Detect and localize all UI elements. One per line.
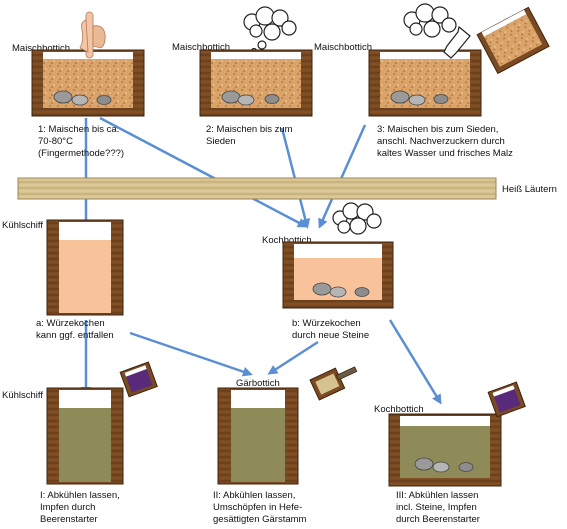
gaer-label: Gärbottich: [236, 378, 280, 389]
kuehl2-label: Kühlschiff: [2, 390, 43, 401]
mash-tun-3: Maischbottich 3: Maischen bis zum Sieden…: [314, 3, 550, 159]
stone: [408, 94, 426, 106]
arrow-s1-to-koch: [99, 116, 308, 228]
tun-headspace: [380, 52, 470, 59]
vessel-content-wort: [59, 240, 111, 313]
pour-arrow-icon: [443, 25, 471, 59]
caption-s1: 1: Maischen bis ca. 70-80°C (Fingermetho…: [38, 124, 124, 159]
stone: [96, 95, 112, 105]
arrow-b-to-gaer: [267, 340, 319, 375]
mash-tun-2: Maischbottich 2: Maischen bis zum Sieden: [172, 6, 313, 147]
stone: [458, 462, 474, 472]
vessel-headspace: [59, 222, 111, 240]
caption-s2: 2: Maischen bis zum Sieden: [206, 124, 295, 147]
vessel-headspace: [59, 390, 111, 408]
maisch3-label: Maischbottich: [314, 42, 372, 53]
heiss-laeutern-bar: [17, 177, 497, 200]
vessel-headspace: [400, 416, 490, 426]
stone: [312, 282, 332, 296]
berry-box-icon: [119, 361, 158, 398]
stone: [264, 94, 280, 104]
stone: [237, 94, 255, 106]
vessel-content-beer: [59, 408, 111, 482]
stone: [53, 90, 73, 104]
kuehlschiff-a: Kühlschiff a: Würzekochen kann ggf. entf…: [2, 219, 124, 341]
caption-i: I: Abkühlen lassen, Impfen durch Beerens…: [40, 490, 122, 525]
caption-a: a: Würzekochen kann ggf. entfallen: [36, 318, 114, 341]
flow-arrows: [81, 116, 442, 405]
stone: [433, 94, 449, 104]
maisch1-label: Maischbottich: [12, 43, 70, 54]
gaerbottich-ii: Gärbottich II: Abkühlen lassen, Umschöpf…: [213, 366, 358, 525]
caption-ii: II: Abkühlen lassen, Umschöpfen in Hefe-…: [213, 490, 307, 525]
stone: [414, 457, 434, 471]
arrow-a-to-gaer: [129, 331, 253, 377]
arrow-b-to-iii: [388, 319, 442, 405]
stone: [329, 286, 347, 298]
malt-box-icon: [476, 6, 550, 75]
stone: [71, 94, 89, 106]
vessel-content-beer: [231, 408, 285, 482]
arrow-s3-to-koch: [318, 124, 367, 229]
finger-icon: [79, 11, 106, 59]
steam-cloud-icon: [243, 6, 297, 55]
steam-cloud-icon: [332, 202, 382, 235]
kuehlschiff-i: Kühlschiff I: Abkühlen lassen, Impfen du…: [2, 361, 158, 525]
stone: [432, 461, 450, 473]
arrow-s2-to-koch: [280, 127, 311, 229]
koch1-label: Kochbottich: [262, 235, 312, 246]
heiss-laeutern-label: Heiß Läutern: [502, 184, 557, 195]
stone: [390, 90, 410, 104]
caption-iii: III: Abkühlen lassen incl. Steine, Impfe…: [396, 490, 481, 525]
vessel-headspace: [231, 390, 285, 408]
berry-box-icon: [487, 381, 526, 418]
kochbottich-b: Kochbottich b: Würzekochen durch neue St…: [262, 202, 394, 341]
scoop-icon: [309, 366, 358, 401]
stone: [221, 90, 241, 104]
koch2-label: Kochbottich: [374, 404, 424, 415]
stone: [354, 287, 370, 297]
steam-cloud-icon: [403, 3, 457, 38]
vessel-headspace: [294, 244, 382, 258]
tun-headspace: [211, 52, 301, 59]
mash-tun-1: Maischbottich 1: Maischen bis ca. 70-80°…: [12, 11, 145, 159]
caption-b: b: Würzekochen durch neue Steine: [292, 318, 369, 341]
kuehl1-label: Kühlschiff: [2, 220, 43, 231]
kochbottich-iii: Kochbottich III: Abkühlen lassen incl. S…: [374, 381, 526, 525]
caption-s3: 3: Maischen bis zum Sieden, anschl. Nach…: [377, 124, 513, 159]
maisch2-label: Maischbottich: [172, 42, 230, 53]
